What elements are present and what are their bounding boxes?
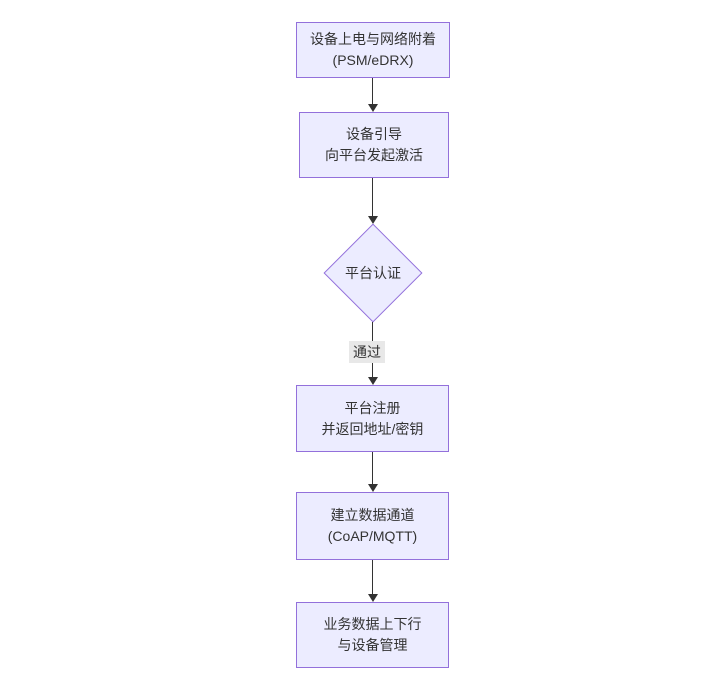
- node-bootstrap-line1: 设备引导: [346, 126, 402, 142]
- node-power-attach: 设备上电与网络附着 (PSM/eDRX): [296, 22, 450, 78]
- edge-label-pass: 通过: [349, 341, 385, 363]
- node-data-channel-line1: 建立数据通道: [330, 507, 415, 523]
- node-data-channel: 建立数据通道 (CoAP/MQTT): [296, 492, 449, 560]
- arrow-down-icon: [367, 484, 378, 492]
- edge-bootstrap-to-auth: [367, 178, 378, 224]
- node-platform-register-line1: 平台注册: [344, 399, 401, 416]
- edge-line: [372, 78, 373, 105]
- node-platform-register-line2: 并返回地址/密钥: [321, 420, 424, 437]
- edge-line: [372, 560, 373, 595]
- node-bootstrap: 设备引导 向平台发起激活: [299, 112, 449, 178]
- arrow-down-icon: [367, 594, 378, 602]
- node-business-data: 业务数据上下行 与设备管理: [296, 602, 449, 668]
- edge-power-to-bootstrap: [367, 78, 378, 112]
- node-platform-register: 平台注册 并返回地址/密钥: [296, 385, 449, 452]
- arrow-down-icon: [367, 216, 378, 224]
- arrow-down-icon: [367, 377, 378, 385]
- node-bootstrap-line2: 向平台发起激活: [325, 147, 423, 163]
- node-business-data-line1: 业务数据上下行: [323, 616, 422, 632]
- edge-line: [372, 178, 373, 217]
- edge-register-to-channel: [367, 452, 378, 492]
- node-data-channel-line2: (CoAP/MQTT): [327, 528, 418, 544]
- node-power-attach-line1: 设备上电与网络附着: [310, 31, 436, 47]
- decision-platform-auth-label: 平台认证: [345, 265, 401, 281]
- arrow-down-icon: [367, 104, 378, 112]
- edge-line: [372, 452, 373, 485]
- node-business-data-line2: 与设备管理: [337, 637, 408, 653]
- edge-channel-to-business: [367, 560, 378, 602]
- node-power-attach-line2: (PSM/eDRX): [332, 52, 414, 68]
